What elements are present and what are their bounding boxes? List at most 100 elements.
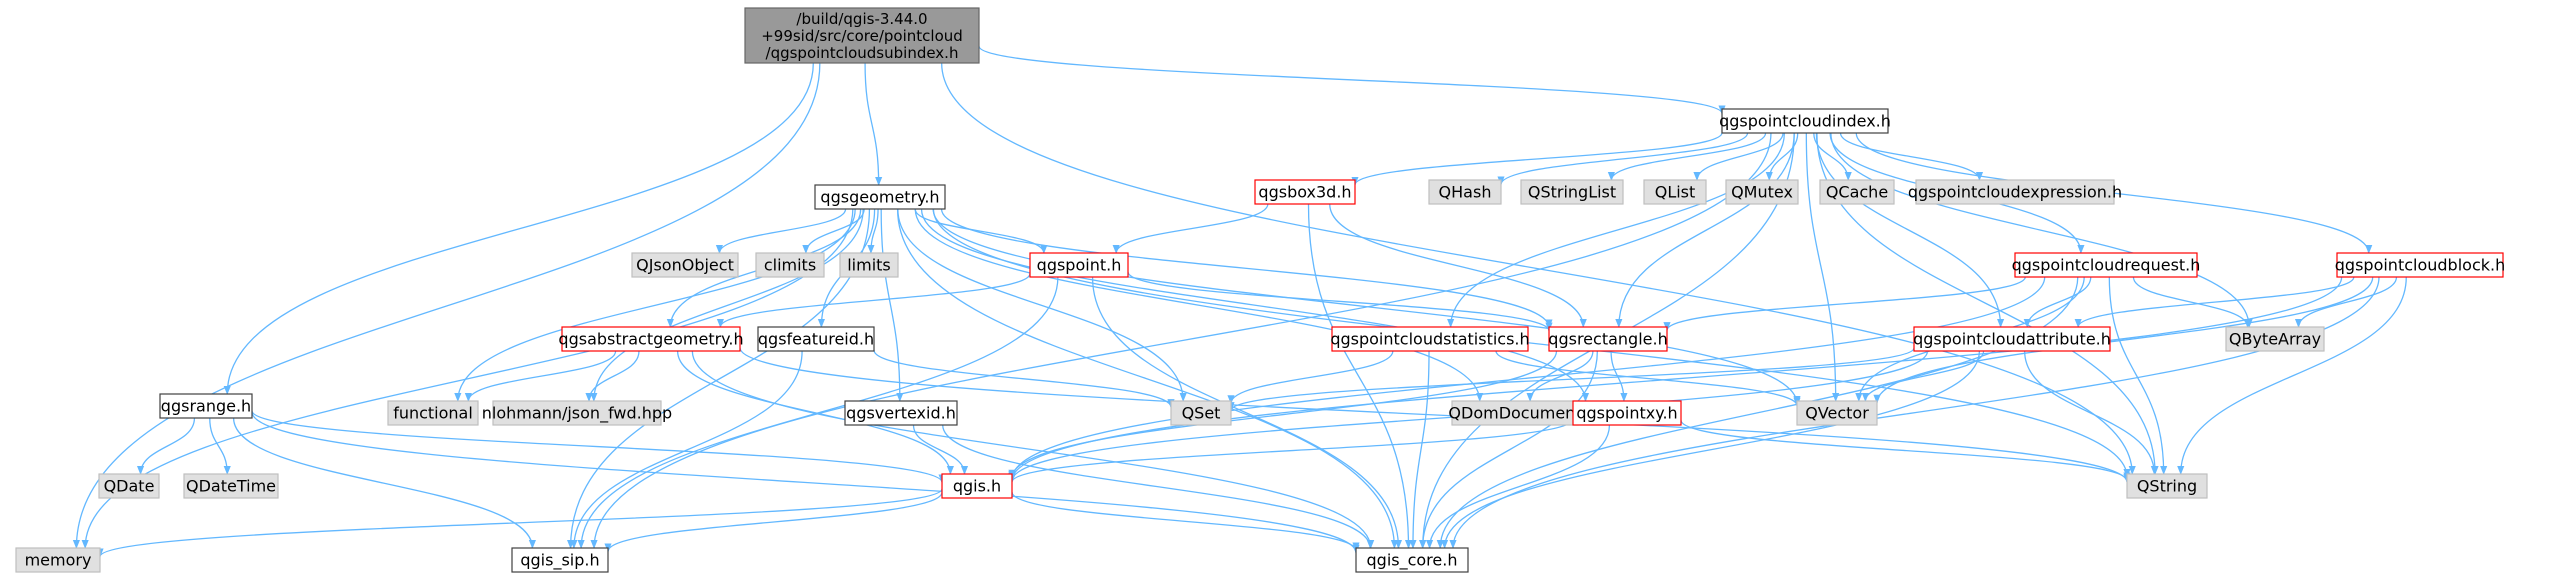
edge-qgsgeometry-to-limits bbox=[867, 208, 879, 254]
edge-qgsgeometry-to-qgspoint bbox=[914, 208, 1048, 254]
edge-qgspoint-to-qgsrectangle bbox=[1127, 271, 1553, 332]
edge-qgsrectangle-to-qgis bbox=[1008, 350, 1558, 479]
node-QStringList[interactable]: QStringList bbox=[1520, 179, 1624, 205]
edge-qgsabstractgeometry-to-json_fwd bbox=[585, 350, 640, 402]
edge-root-to-QString bbox=[941, 62, 2136, 475]
node-box-QHash bbox=[1428, 179, 1502, 205]
edge-qgspoint-to-qgsabstractgeometry bbox=[716, 273, 1031, 328]
node-QByteArray[interactable]: QByteArray bbox=[2225, 326, 2325, 352]
node-label-QSet: QSet bbox=[1182, 404, 1221, 423]
edge-qgsbox3d-to-qgsrectangle bbox=[1329, 203, 1587, 328]
edge-root-to-qgsrange bbox=[223, 62, 814, 395]
node-box-qgspointxy bbox=[1572, 400, 1682, 426]
node-qgsrectangle[interactable]: qgsrectangle.h bbox=[1548, 326, 1668, 352]
node-QVector[interactable]: QVector bbox=[1796, 400, 1878, 426]
node-QList[interactable]: QList bbox=[1643, 179, 1707, 205]
node-qgspointcloudstatistics[interactable]: qgspointcloudstatistics.h bbox=[1330, 326, 1530, 352]
edge-qgis-to-qgis_core bbox=[1011, 491, 1360, 552]
edge-qgspointcloudindex-to-qgspointcloudexpression bbox=[1839, 132, 1984, 181]
edge-qgspointcloudindex-to-qgspointcloudattribute bbox=[1815, 132, 2005, 328]
node-qgspointcloudexpression[interactable]: qgspointcloudexpression.h bbox=[1908, 179, 2122, 205]
node-box-qgspoint bbox=[1029, 252, 1129, 278]
node-qgspointxy[interactable]: qgspointxy.h bbox=[1572, 400, 1682, 426]
edge-qgspointcloudattribute-to-qgis_core bbox=[1441, 350, 1981, 549]
node-qgsbox3d[interactable]: qgsbox3d.h bbox=[1254, 179, 1356, 205]
node-box-limits bbox=[839, 252, 899, 278]
node-QDate[interactable]: QDate bbox=[98, 473, 160, 499]
edge-qgsrange-to-qgis bbox=[251, 410, 946, 484]
node-QDomDocument[interactable]: QDomDocument bbox=[1448, 400, 1582, 426]
node-label-QStringList: QStringList bbox=[1528, 183, 1616, 202]
node-memory[interactable]: memory bbox=[15, 547, 101, 573]
node-label-root: /build/qgis-3.44.0 bbox=[796, 10, 927, 28]
node-QSet[interactable]: QSet bbox=[1170, 400, 1232, 426]
edge-root-to-qgspointcloudindex bbox=[978, 45, 1726, 115]
edge-qgspointxy-to-QString bbox=[1680, 420, 2131, 482]
node-box-qgsrange bbox=[159, 393, 253, 419]
node-QDateTime[interactable]: QDateTime bbox=[183, 473, 279, 499]
node-label-qgsrectangle: qgsrectangle.h bbox=[1548, 330, 1667, 349]
edge-qgspointcloudindex-to-QList bbox=[1693, 132, 1784, 181]
edge-qgsvertexid-to-qgis_core bbox=[942, 424, 1374, 549]
edge-qgspointcloudrequest-to-qgspointcloudattribute bbox=[2023, 276, 2092, 328]
edge-qgspointcloudblock-to-QVector bbox=[1873, 276, 2374, 404]
node-qgsabstractgeometry[interactable]: qgsabstractgeometry.h bbox=[558, 326, 744, 352]
node-qgis[interactable]: qgis.h bbox=[941, 473, 1013, 499]
node-qgsvertexid[interactable]: qgsvertexid.h bbox=[844, 400, 958, 426]
node-qgspointcloudrequest[interactable]: qgspointcloudrequest.h bbox=[2012, 252, 2201, 278]
node-box-QMutex bbox=[1725, 179, 1799, 205]
edges bbox=[72, 45, 2407, 558]
edge-qgsrange-to-qgis_sip bbox=[232, 417, 536, 549]
edge-qgsrange-to-QDateTime bbox=[209, 417, 231, 475]
edge-qgspointcloudindex-to-QHash bbox=[1497, 132, 1749, 186]
node-box-qgsvertexid bbox=[844, 400, 958, 426]
node-box-memory bbox=[15, 547, 101, 573]
node-qgspointcloudindex[interactable]: qgspointcloudindex.h bbox=[1719, 108, 1891, 134]
node-climits[interactable]: climits bbox=[755, 252, 825, 278]
node-label-QDate: QDate bbox=[104, 477, 155, 496]
node-box-QDomDocument bbox=[1451, 400, 1579, 426]
node-qgspointcloudattribute[interactable]: qgspointcloudattribute.h bbox=[1913, 326, 2111, 352]
node-box-qgspointcloudattribute bbox=[1913, 326, 2111, 352]
node-QJsonObject[interactable]: QJsonObject bbox=[631, 252, 739, 278]
edge-qgsfeatureid-to-QSet bbox=[873, 349, 1175, 409]
edge-qgspointcloudrequest-to-qgsrectangle bbox=[1663, 276, 2026, 332]
node-box-qgspointcloudblock bbox=[2336, 252, 2504, 278]
node-box-QVector bbox=[1796, 400, 1878, 426]
node-label-QByteArray: QByteArray bbox=[2229, 330, 2321, 349]
node-box-qgsfeatureid bbox=[757, 326, 875, 352]
node-QHash[interactable]: QHash bbox=[1428, 179, 1502, 205]
node-qgspoint[interactable]: qgspoint.h bbox=[1029, 252, 1129, 278]
node-qgsgeometry[interactable]: qgsgeometry.h bbox=[814, 184, 946, 210]
edge-qgsgeometry-to-QString bbox=[932, 208, 2131, 478]
node-box-json_fwd bbox=[492, 400, 662, 426]
node-box-qgspointcloudindex bbox=[1721, 108, 1889, 134]
node-functional[interactable]: functional bbox=[387, 400, 479, 426]
edge-qgspointcloudindex-to-qgis_sip bbox=[590, 132, 1772, 549]
node-qgsfeatureid[interactable]: qgsfeatureid.h bbox=[757, 326, 875, 352]
node-QCache[interactable]: QCache bbox=[1819, 179, 1895, 205]
node-box-qgspointcloudstatistics bbox=[1331, 326, 1529, 352]
edge-qgspointcloudattribute-to-QString bbox=[2024, 350, 2158, 475]
node-qgis_sip[interactable]: qgis_sip.h bbox=[511, 547, 609, 573]
node-QMutex[interactable]: QMutex bbox=[1725, 179, 1799, 205]
node-qgspointcloudblock[interactable]: qgspointcloudblock.h bbox=[2335, 252, 2505, 278]
edge-qgspointcloudblock-to-QString bbox=[2177, 276, 2407, 475]
node-json_fwd[interactable]: nlohmann/json_fwd.hpp bbox=[482, 400, 672, 426]
edge-qgsrectangle-to-qgspointxy bbox=[1610, 350, 1628, 402]
node-label-qgsgeometry: qgsgeometry.h bbox=[820, 188, 939, 207]
edge-qgspointcloudindex-to-QStringList bbox=[1607, 132, 1767, 181]
node-qgsrange[interactable]: qgsrange.h bbox=[159, 393, 253, 419]
node-QString[interactable]: QString bbox=[2126, 473, 2208, 499]
node-qgis_core[interactable]: qgis_core.h bbox=[1355, 547, 1469, 573]
edge-qgsgeometry-to-qgis_core bbox=[896, 208, 1398, 549]
edge-qgsgeometry-to-climits bbox=[802, 208, 865, 254]
node-label-qgspointcloudattribute: qgspointcloudattribute.h bbox=[1913, 330, 2111, 349]
edge-qgsfeatureid-to-qgis_sip bbox=[570, 350, 803, 549]
edge-qgspointcloudindex-to-qgsrectangle bbox=[1615, 132, 1795, 328]
edge-qgis-to-qgis_sip bbox=[604, 491, 943, 553]
node-limits[interactable]: limits bbox=[839, 252, 899, 278]
node-box-qgsabstractgeometry bbox=[561, 326, 741, 352]
edge-root-to-memory bbox=[72, 62, 821, 549]
